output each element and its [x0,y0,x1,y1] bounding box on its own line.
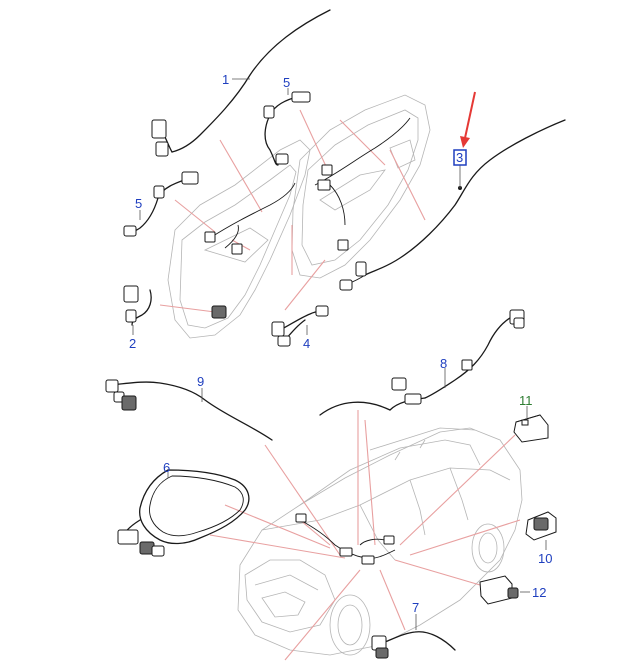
module-12[interactable] [479,575,519,605]
connector-icon [391,377,407,391]
connector-icon [355,261,367,277]
rear-door-wiring [204,182,296,319]
connector-icon [404,393,422,405]
callout-9[interactable]: 9 [197,374,204,389]
callout-6[interactable]: 6 [163,460,170,475]
callout-3-highlight[interactable]: 3 [453,149,467,166]
callout-8[interactable]: 7 [412,600,419,615]
connector-icon [513,317,525,329]
callout-4[interactable]: 4 [303,336,310,351]
connector-icon [315,305,329,317]
leader-lines [159,109,521,661]
connector-icon [123,225,137,237]
harness-7[interactable] [319,309,525,416]
callouts: 1 5 5 2 4 3 8 9 6 11 10 12 7 [129,72,552,615]
connector-icon [105,379,119,393]
harness-4[interactable] [271,305,329,347]
callout-lines [132,78,547,630]
connector-icon [291,91,311,103]
connector-icon [461,359,473,371]
module-11[interactable] [513,414,549,443]
front-door-wiring [314,117,411,251]
rear-door-panel-outline [167,139,311,339]
callout-7[interactable]: 8 [440,356,447,371]
connector-icon [117,529,139,545]
connector-icon [271,321,285,337]
engine-bay-harness [295,513,396,565]
connector-icon [277,335,291,347]
callout-5-lower[interactable]: 5 [135,196,142,211]
connector-icon [125,309,137,323]
callout-10[interactable]: 10 [538,551,552,566]
harness-8[interactable] [371,631,456,659]
connector-icon [153,185,165,199]
connector-icon [151,119,167,139]
vehicle-outline [237,427,523,656]
harness-5-lower[interactable] [123,171,199,237]
connector-icon [151,545,165,557]
harness-1[interactable] [151,9,331,157]
connector-icon [339,279,353,291]
connector-icon [121,395,137,411]
module-10[interactable] [525,511,557,541]
connector-icon [375,647,389,659]
harness-5-upper[interactable] [263,91,311,166]
highlight-arrow [460,91,476,148]
callout-11[interactable]: 11 [519,393,533,408]
harness-9[interactable] [105,379,273,441]
callout-3[interactable]: 3 [456,150,463,165]
harness-2[interactable] [123,285,152,326]
connector-icon [275,153,289,165]
connector-icon [263,105,275,119]
harness-6[interactable] [117,469,250,557]
connector-icon [155,141,169,157]
connector-icon [181,171,199,185]
callout-5-upper[interactable]: 5 [283,75,290,90]
callout-1[interactable]: 1 [222,72,229,87]
connector-icon [123,285,139,303]
callout-12[interactable]: 12 [532,585,546,600]
harness-3[interactable] [339,119,566,291]
front-door-panel-outline [291,94,431,279]
callout-2[interactable]: 2 [129,336,136,351]
